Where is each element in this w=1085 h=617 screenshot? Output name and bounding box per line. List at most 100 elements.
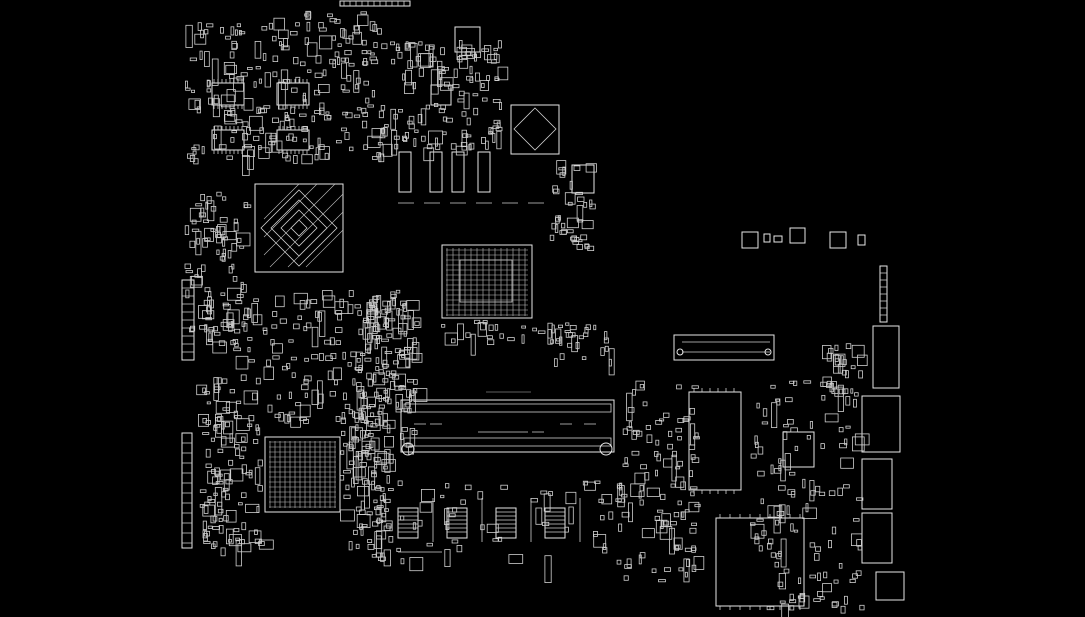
passive-footprint[interactable] <box>254 529 258 535</box>
passive-footprint[interactable] <box>190 325 196 332</box>
passive-footprint[interactable] <box>291 87 298 93</box>
passive-footprint[interactable] <box>241 464 247 474</box>
passive-footprint[interactable] <box>382 323 389 327</box>
passive-footprint[interactable] <box>442 131 447 136</box>
passive-footprint[interactable] <box>570 236 577 241</box>
passive-footprint[interactable] <box>566 217 579 229</box>
passive-footprint[interactable] <box>585 163 597 173</box>
passive-footprint[interactable] <box>608 511 614 520</box>
passive-footprint[interactable] <box>221 420 225 430</box>
passive-footprint[interactable] <box>418 41 423 46</box>
passive-footprint[interactable] <box>361 524 368 528</box>
passive-footprint[interactable] <box>301 154 313 165</box>
passive-footprint[interactable] <box>375 552 383 558</box>
passive-footprint[interactable] <box>199 50 203 60</box>
passive-footprint[interactable] <box>278 29 289 39</box>
passive-components-field[interactable] <box>184 10 870 617</box>
passive-footprint[interactable] <box>225 493 230 501</box>
passive-footprint[interactable] <box>336 57 341 65</box>
passive-footprint[interactable] <box>202 520 207 530</box>
passive-footprint[interactable] <box>264 72 271 88</box>
passive-footprint[interactable] <box>241 522 247 531</box>
passive-footprint[interactable] <box>247 347 251 353</box>
passive-footprint[interactable] <box>247 67 253 71</box>
passive-footprint[interactable] <box>342 351 346 360</box>
passive-footprint[interactable] <box>222 248 226 257</box>
passive-footprint[interactable] <box>499 333 504 339</box>
passive-footprint[interactable] <box>284 116 290 122</box>
passive-footprint[interactable] <box>367 50 372 55</box>
passive-footprint[interactable] <box>298 113 307 117</box>
passive-footprint[interactable] <box>255 66 261 70</box>
passive-footprint[interactable] <box>251 302 259 323</box>
passive-footprint[interactable] <box>628 421 633 428</box>
passive-footprint[interactable] <box>352 437 360 443</box>
passive-footprint[interactable] <box>682 418 689 422</box>
passive-footprint[interactable] <box>567 342 573 348</box>
passive-footprint[interactable] <box>602 547 608 554</box>
passive-footprint[interactable] <box>399 432 404 440</box>
passive-footprint[interactable] <box>221 491 227 498</box>
passive-footprint[interactable] <box>420 108 427 126</box>
passive-footprint[interactable] <box>381 364 390 368</box>
passive-footprint[interactable] <box>226 312 234 329</box>
passive-footprint[interactable] <box>243 98 254 111</box>
passive-footprint[interactable] <box>340 450 345 455</box>
passive-footprint[interactable] <box>561 222 566 229</box>
passive-footprint[interactable] <box>575 341 580 350</box>
passive-footprint[interactable] <box>555 215 560 224</box>
passive-footprint[interactable] <box>233 410 238 419</box>
passive-footprint[interactable] <box>228 266 233 274</box>
passive-footprint[interactable] <box>409 390 416 413</box>
passive-footprint[interactable] <box>481 48 489 52</box>
passive-footprint[interactable] <box>405 402 411 408</box>
passive-footprint[interactable] <box>356 107 362 111</box>
passive-footprint[interactable] <box>242 146 256 157</box>
passive-footprint[interactable] <box>343 470 351 474</box>
passive-footprint[interactable] <box>342 392 347 401</box>
passive-footprint[interactable] <box>188 98 201 110</box>
passive-footprint[interactable] <box>558 167 566 171</box>
passive-footprint[interactable] <box>472 54 477 58</box>
passive-footprint[interactable] <box>218 525 224 534</box>
passive-footprint[interactable] <box>754 435 758 445</box>
passive-footprint[interactable] <box>461 111 467 117</box>
passive-footprint[interactable] <box>189 276 203 288</box>
passive-footprint[interactable] <box>572 240 580 245</box>
passive-footprint[interactable] <box>358 328 363 336</box>
passive-footprint[interactable] <box>236 232 251 247</box>
passive-footprint[interactable] <box>397 51 403 59</box>
passive-footprint[interactable] <box>335 415 341 422</box>
passive-footprint[interactable] <box>585 324 591 330</box>
passive-footprint[interactable] <box>372 155 378 160</box>
passive-footprint[interactable] <box>845 425 851 429</box>
passive-footprint[interactable] <box>387 398 392 405</box>
passive-footprint[interactable] <box>311 326 319 348</box>
passive-footprint[interactable] <box>289 118 295 127</box>
passive-footprint[interactable] <box>806 434 811 440</box>
passive-footprint[interactable] <box>242 121 249 127</box>
passive-footprint[interactable] <box>247 423 253 427</box>
passive-footprint[interactable] <box>229 51 235 59</box>
passive-footprint[interactable] <box>235 539 242 567</box>
passive-footprint[interactable] <box>386 475 390 484</box>
passive-footprint[interactable] <box>221 378 228 384</box>
passive-footprint[interactable] <box>306 21 311 32</box>
passive-footprint[interactable] <box>256 106 261 114</box>
passive-footprint[interactable] <box>689 407 695 415</box>
passive-footprint[interactable] <box>678 567 684 572</box>
passive-footprint[interactable] <box>206 329 213 346</box>
passive-footprint[interactable] <box>507 337 515 342</box>
passive-footprint[interactable] <box>802 478 806 489</box>
passive-footprint[interactable] <box>214 125 222 150</box>
passive-footprint[interactable] <box>693 556 705 570</box>
passive-footprint[interactable] <box>837 487 843 496</box>
passive-footprint[interactable] <box>542 521 550 526</box>
passive-footprint[interactable] <box>444 508 450 526</box>
right-edge-connectors[interactable] <box>861 265 905 601</box>
passive-footprint[interactable] <box>215 481 224 485</box>
passive-footprint[interactable] <box>376 28 382 35</box>
passive-footprint[interactable] <box>775 398 780 402</box>
passive-footprint[interactable] <box>265 132 272 153</box>
passive-footprint[interactable] <box>418 67 425 77</box>
